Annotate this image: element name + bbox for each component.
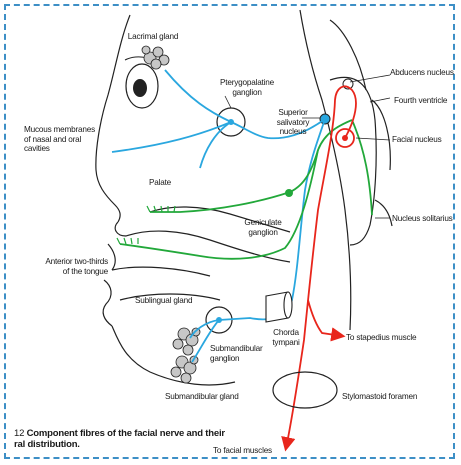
label-stylomastoid-foramen: Stylomastoid foramen xyxy=(342,392,432,402)
label-chorda-tympani: Chorda tympani xyxy=(266,328,306,347)
label-anterior-two-thirds-tongue: Anterior two-thirds of the tongue xyxy=(10,257,108,276)
label-fourth-ventricle: Fourth ventricle xyxy=(394,96,460,106)
label-geniculate-ganglion: Geniculate ganglion xyxy=(236,218,290,237)
label-abducens-nucleus: Abducens nucleus xyxy=(390,68,460,78)
label-submandibular-ganglion: Submandibular ganglion xyxy=(210,344,270,363)
taste-fibres xyxy=(120,120,372,259)
label-superior-salivatory-nucleus: Superior salivatory nucleus xyxy=(268,108,318,137)
label-mucous-membranes: Mucous membranes of nasal and oral cavit… xyxy=(24,125,114,154)
geniculate-ganglion-dot xyxy=(285,189,293,197)
label-submandibular-gland: Submandibular gland xyxy=(165,392,255,402)
label-nucleus-solitarius: Nucleus solitarius xyxy=(392,214,460,224)
label-facial-nucleus: Facial nucleus xyxy=(392,135,460,145)
chorda-tympani-structure xyxy=(266,292,292,322)
label-to-stapedius-muscle: To stapedius muscle xyxy=(346,333,436,343)
brainstem-outline xyxy=(330,77,392,245)
label-sublingual-gland: Sublingual gland xyxy=(135,296,205,306)
face-profile-outline xyxy=(96,10,366,385)
label-palate: Palate xyxy=(149,178,189,188)
label-lacrimal-gland: Lacrimal gland xyxy=(118,32,188,42)
figure-caption-text: Component fibres of the facial nerve and… xyxy=(14,428,225,450)
label-pterygopalatine-ganglion: Pterygopalatine ganglion xyxy=(210,78,284,97)
lacrimal-gland-illustration xyxy=(142,46,169,69)
figure-number: 12 xyxy=(14,428,24,439)
stylomastoid-foramen-ellipse xyxy=(273,372,337,408)
figure-caption: 12 Component fibres of the facial nerve … xyxy=(14,428,294,450)
